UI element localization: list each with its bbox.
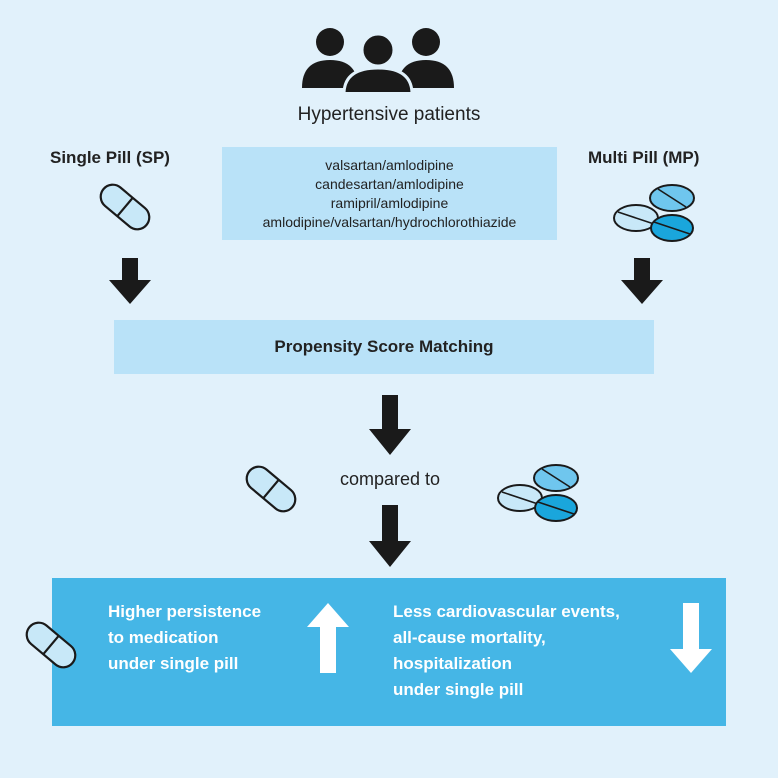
propensity-matching-label: Propensity Score Matching (274, 337, 494, 356)
outcomes-result-text: Less cardiovascular events, all-cause mo… (393, 599, 693, 703)
drug-item: ramipril/amlodipine (330, 194, 449, 211)
drug-item: valsartan/amlodipine (325, 156, 454, 173)
result-line: under single pill (108, 654, 239, 673)
multi-pill-label: Multi Pill (MP) (588, 148, 700, 167)
capsule-icon (99, 183, 151, 231)
capsule-icon (25, 621, 77, 669)
population-title: Hypertensive patients (297, 104, 481, 125)
arrow-down-icon (369, 505, 411, 567)
single-pill-label: Single Pill (SP) (50, 148, 170, 167)
people-group-icon (302, 28, 454, 92)
compared-to-label: compared to (339, 469, 441, 489)
arrow-down-icon (369, 395, 411, 455)
result-line: Higher persistence (108, 602, 262, 621)
drug-item: candesartan/amlodipine (315, 175, 464, 192)
result-line: Less cardiovascular events, (393, 602, 620, 621)
tablets-icon (497, 464, 579, 522)
result-line: all-cause mortality, (393, 628, 546, 647)
propensity-matching-box: Propensity Score Matching (114, 320, 654, 374)
drug-item: amlodipine/valsartan/hydrochlorothiazide (262, 213, 517, 230)
results-box (52, 578, 726, 726)
arrow-down-icon (670, 603, 712, 673)
result-line: under single pill (393, 680, 524, 699)
result-line: to medication (108, 628, 219, 647)
arrow-down-icon (621, 258, 663, 304)
arrow-down-icon (109, 258, 151, 304)
persistence-result-text: Higher persistence to medication under s… (108, 599, 318, 677)
drug-combinations-box: valsartan/amlodipine candesartan/amlodip… (222, 147, 557, 240)
tablets-icon (613, 184, 695, 242)
arrow-up-icon (307, 603, 349, 673)
result-line: hospitalization (393, 654, 512, 673)
capsule-icon (245, 465, 297, 513)
